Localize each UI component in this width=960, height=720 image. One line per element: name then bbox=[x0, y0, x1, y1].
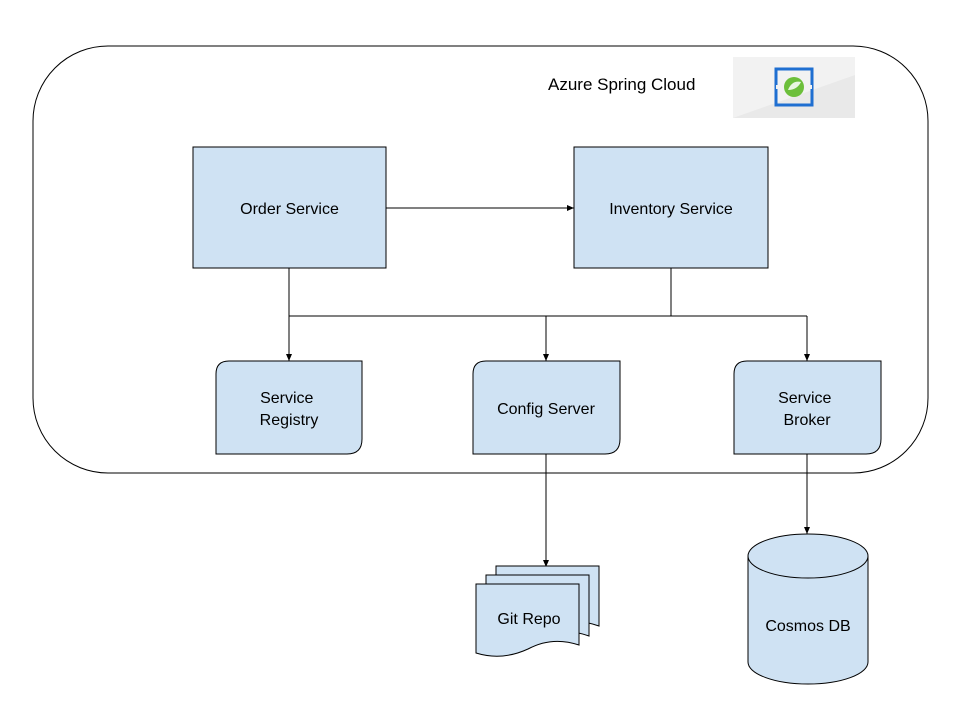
cosmos-db-node: Cosmos DB bbox=[747, 533, 869, 685]
config-server-node: Config Server bbox=[472, 360, 621, 455]
service-registry-node: Service Registry bbox=[215, 360, 363, 455]
edges bbox=[286, 205, 810, 567]
order-service-node: Order Service bbox=[192, 146, 387, 269]
inventory-service-node: Inventory Service bbox=[573, 146, 769, 269]
azure-spring-cloud-icon bbox=[733, 57, 855, 118]
svg-text:Config Server: Config Server bbox=[497, 401, 595, 418]
svg-text:Git Repo: Git Repo bbox=[497, 611, 560, 628]
svg-text:Cosmos DB: Cosmos DB bbox=[765, 618, 850, 635]
svg-text:Order Service: Order Service bbox=[240, 201, 339, 218]
svg-text:Service Broker: Service Broker bbox=[778, 390, 836, 429]
svg-text:Service Registry: Service Registry bbox=[260, 390, 319, 429]
service-broker-node: Service Broker bbox=[733, 360, 882, 455]
git-repo-node: Git Repo bbox=[475, 565, 600, 657]
svg-text:Inventory Service: Inventory Service bbox=[609, 201, 733, 218]
azure-spring-cloud-container bbox=[32, 45, 929, 474]
container-title: Azure Spring Cloud bbox=[548, 75, 695, 94]
